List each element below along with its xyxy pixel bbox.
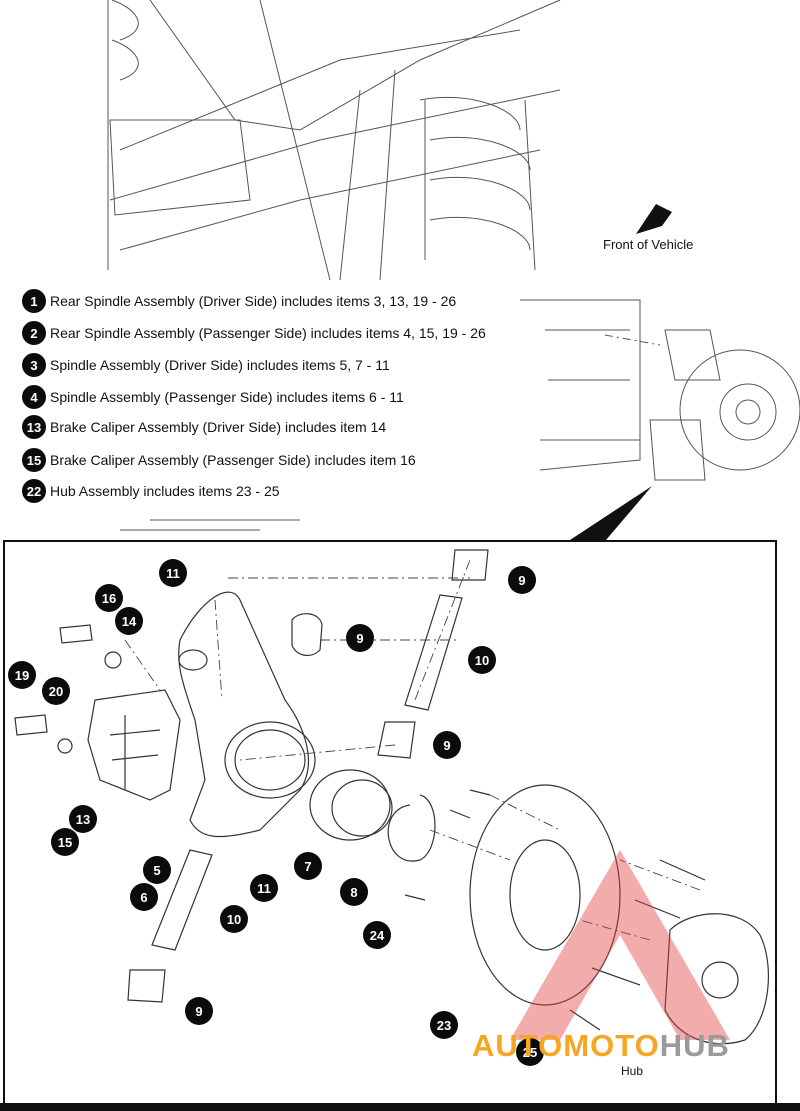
legend-badge: 3 [22, 353, 46, 377]
wheel-studs [569, 859, 706, 1031]
frame-lower-left [109, 119, 300, 531]
callout-11-lower: 11 [250, 874, 278, 902]
callout-9-mid: 9 [433, 731, 461, 759]
legend-item: 3 Spindle Assembly (Driver Side) include… [22, 352, 390, 378]
pin-lower [151, 849, 213, 951]
callout-5: 5 [143, 856, 171, 884]
watermark-logo [510, 850, 730, 1040]
pointer-arrow [570, 486, 652, 540]
brake-rotor [469, 784, 621, 1006]
legend-text: Rear Spindle Assembly (Passenger Side) i… [50, 325, 486, 341]
legend-text: Rear Spindle Assembly (Driver Side) incl… [50, 293, 457, 309]
watermark-text: AUTOMOTOHUB [472, 1028, 730, 1064]
legend-badge: 15 [22, 448, 46, 472]
callout-10-lower: 10 [220, 905, 248, 933]
legend-badge: 22 [22, 479, 46, 503]
legend-item: 22 Hub Assembly includes items 23 - 25 [22, 478, 280, 504]
legend-item: 2 Rear Spindle Assembly (Passenger Side)… [22, 320, 486, 346]
callout-9-top-right: 9 [508, 566, 536, 594]
suspension-spring-right [419, 96, 536, 271]
suspension-spring-left [111, 0, 139, 81]
frame-sketch [107, 0, 561, 281]
hub-preview-disc [679, 349, 800, 471]
sleeve-right-low [377, 721, 416, 759]
callout-6: 6 [130, 883, 158, 911]
legend-item: 15 Brake Caliper Assembly (Passenger Sid… [22, 447, 416, 473]
watermark-part1: AUTOMOTO [472, 1028, 660, 1063]
legend-text: Hub Assembly includes items 23 - 25 [50, 483, 280, 499]
hub-label: Hub [621, 1064, 644, 1078]
brake-caliper [87, 689, 181, 801]
callout-16: 16 [95, 584, 123, 612]
callout-13: 13 [69, 805, 97, 833]
front-of-vehicle-arrow [636, 204, 672, 234]
legend-text: Brake Caliper Assembly (Passenger Side) … [50, 452, 416, 468]
callout-15: 15 [51, 828, 79, 856]
callout-23: 23 [430, 1011, 458, 1039]
legend-badge: 2 [22, 321, 46, 345]
callout-10-upper: 10 [468, 646, 496, 674]
callout-20: 20 [42, 677, 70, 705]
legend-badge: 4 [22, 385, 46, 409]
legend-item: 13 Brake Caliper Assembly (Driver Side) … [22, 414, 386, 440]
legend-item: 4 Spindle Assembly (Passenger Side) incl… [22, 384, 404, 410]
caliper-bolt-top [59, 624, 93, 644]
callout-7: 7 [294, 852, 322, 880]
callout-9-bottom: 9 [185, 997, 213, 1025]
sleeve-right-top [451, 549, 489, 581]
legend-text: Brake Caliper Assembly (Driver Side) inc… [50, 419, 387, 435]
snap-ring [387, 794, 436, 862]
callout-9-upper: 9 [346, 624, 374, 652]
legend-badge: 13 [22, 415, 46, 439]
pin-upper [404, 594, 463, 711]
callout-14: 14 [115, 607, 143, 635]
caliper-bolt-bottom [14, 714, 48, 736]
callout-8: 8 [340, 878, 368, 906]
legend-text: Spindle Assembly (Driver Side) includes … [50, 357, 390, 373]
watermark-part2: HUB [659, 1028, 730, 1063]
sleeve-upper [291, 613, 323, 657]
mid-right-sketch [520, 299, 641, 471]
callout-25: 25 [516, 1038, 544, 1066]
wheel-bearing [309, 769, 391, 841]
bottom-border [0, 1103, 800, 1111]
hub-assembly [664, 913, 770, 1045]
callout-11-top: 11 [159, 559, 187, 587]
spindle-knuckle [178, 591, 309, 838]
legend-text: Spindle Assembly (Passenger Side) includ… [50, 389, 404, 405]
callout-19: 19 [8, 661, 36, 689]
front-of-vehicle-label: Front of Vehicle [603, 237, 694, 252]
callout-24: 24 [363, 921, 391, 949]
rotor-bolts [404, 789, 491, 901]
sleeve-lower [127, 969, 166, 1003]
legend-item: 1 Rear Spindle Assembly (Driver Side) in… [22, 288, 456, 314]
legend-badge: 1 [22, 289, 46, 313]
